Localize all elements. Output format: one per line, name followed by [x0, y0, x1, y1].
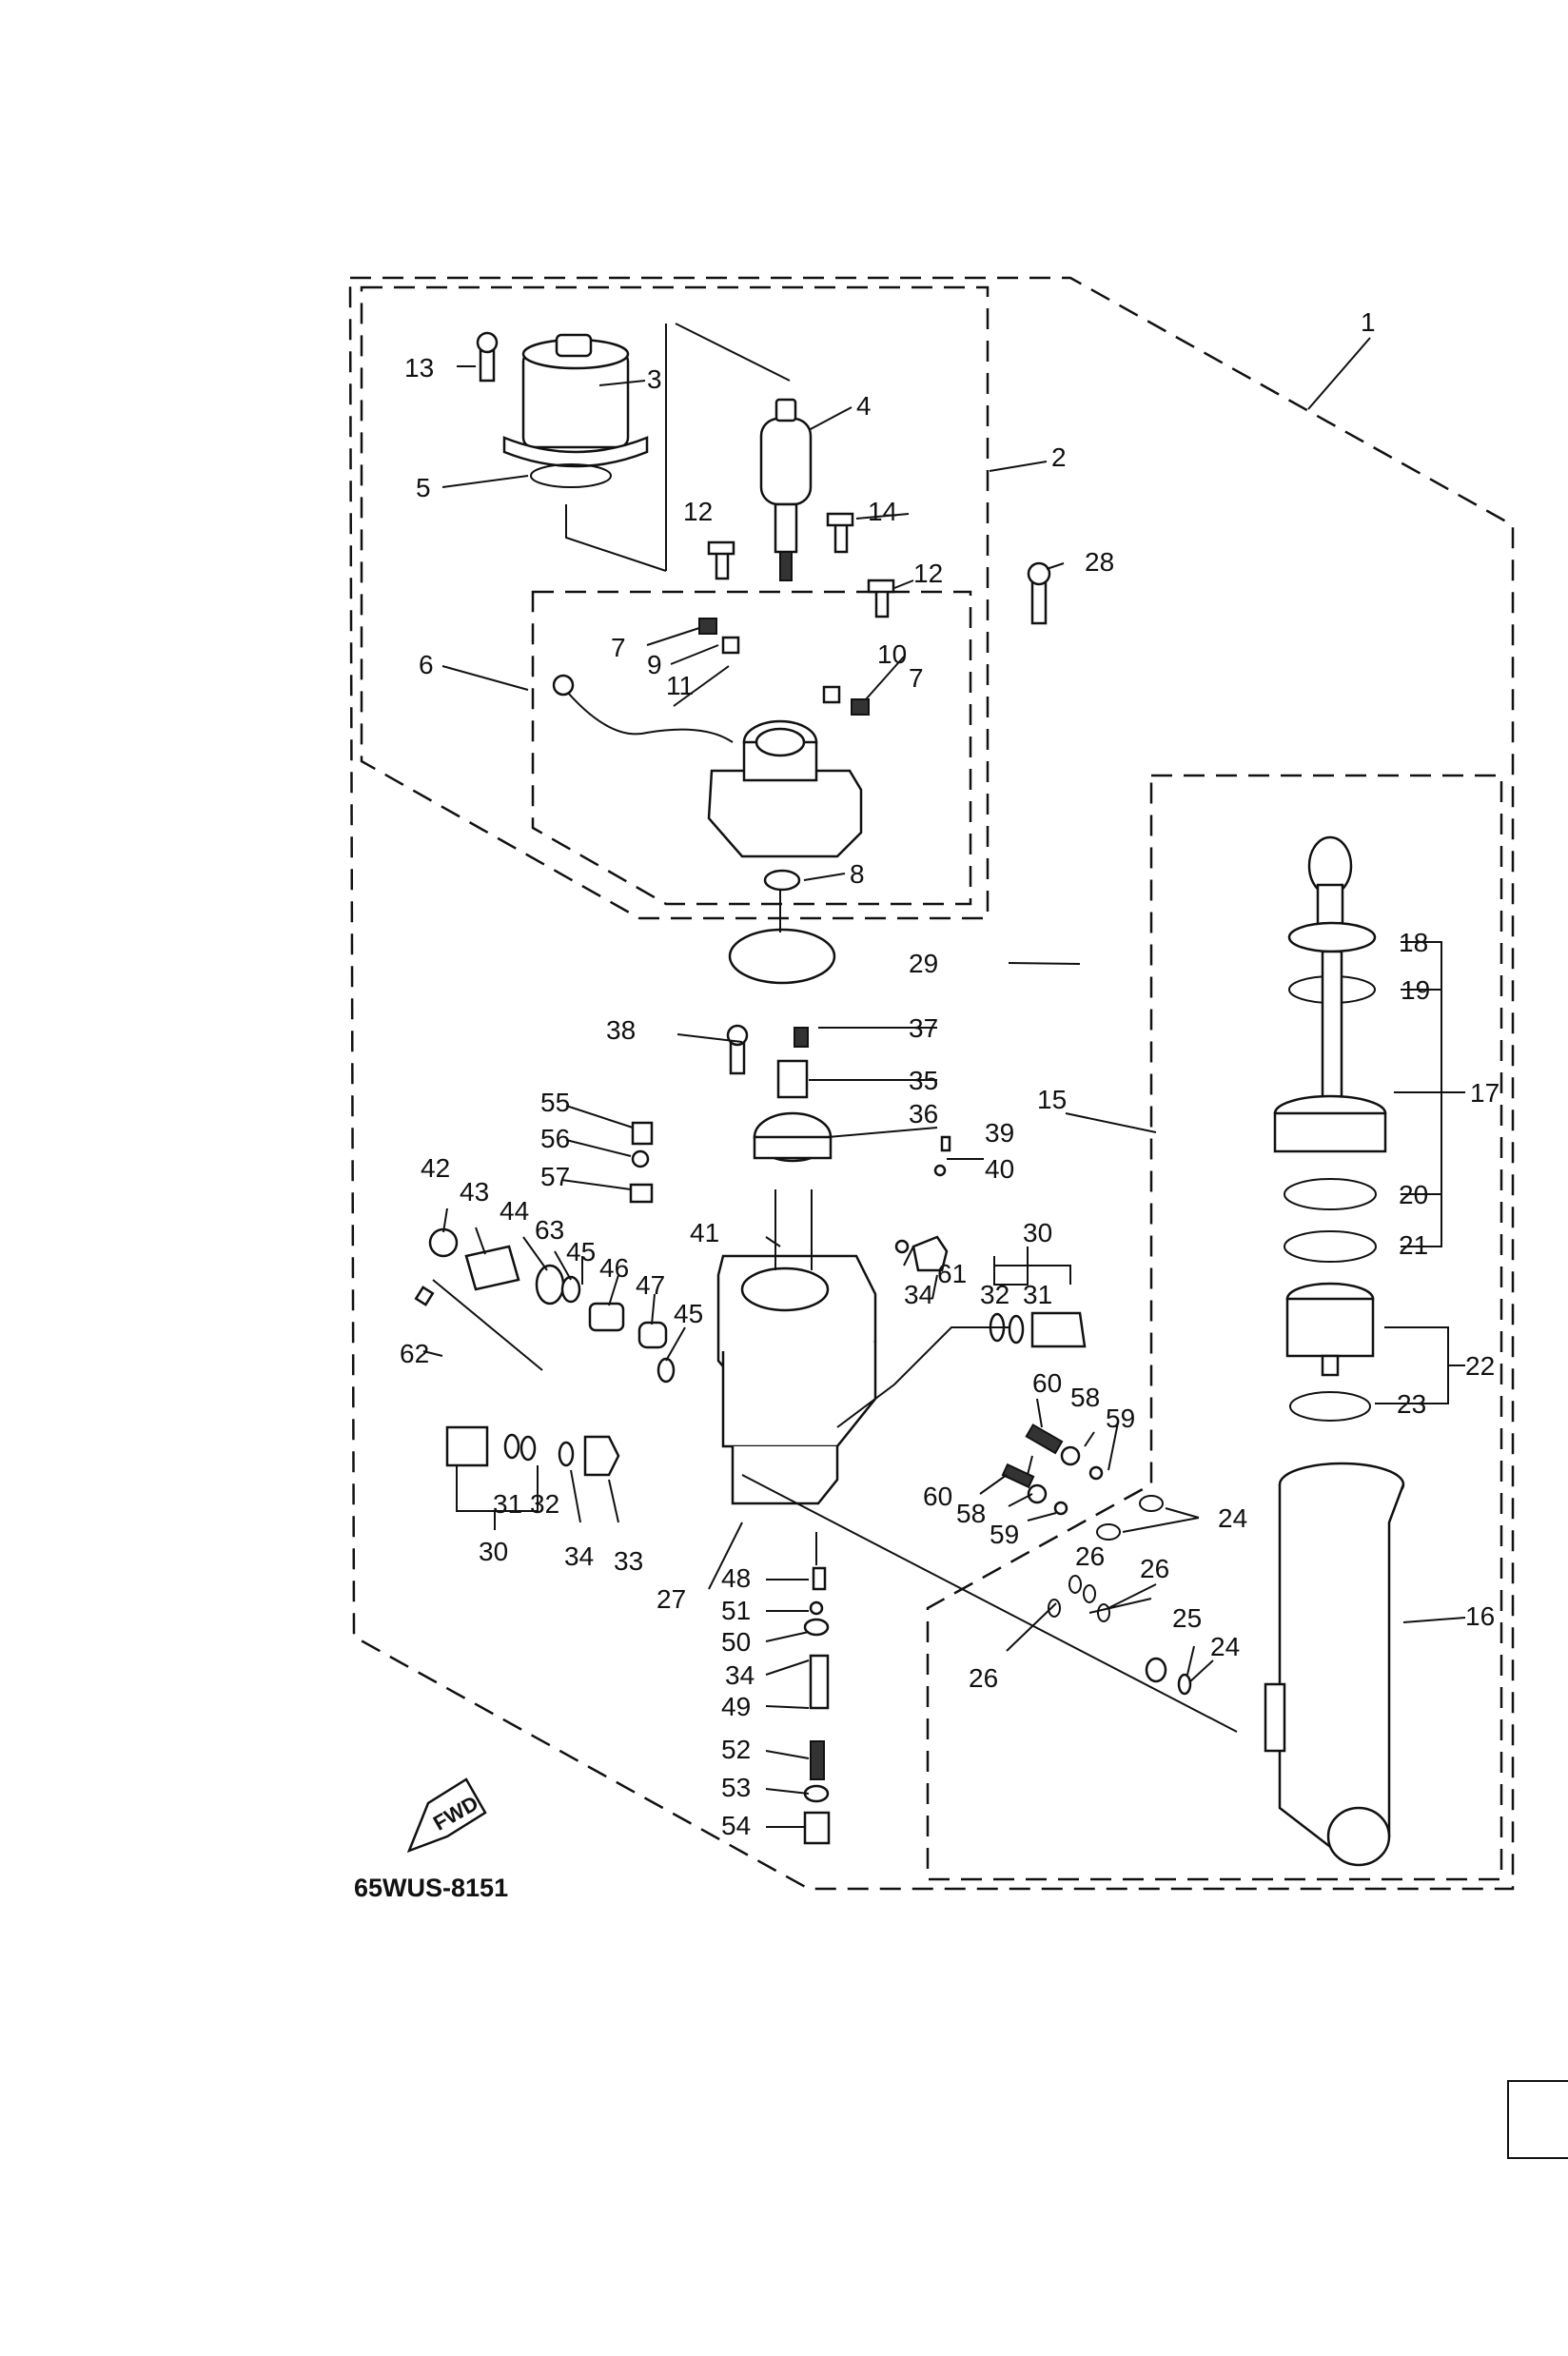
left-parts	[414, 1227, 676, 1477]
fwd-arrow: FWD	[406, 1777, 487, 1854]
label-30a: 30	[1023, 1218, 1052, 1247]
label-54: 54	[721, 1811, 751, 1840]
assembly-boundary-1	[348, 276, 1515, 1891]
label-58b: 58	[956, 1499, 986, 1528]
pump-base	[552, 618, 870, 985]
bottom-parts	[741, 1423, 1238, 1845]
label-34b: 34	[564, 1541, 594, 1571]
label-25: 25	[1172, 1603, 1202, 1633]
label-47: 47	[636, 1270, 665, 1300]
label-37: 37	[909, 1013, 938, 1043]
label-21: 21	[1399, 1230, 1428, 1260]
label-20: 20	[1399, 1180, 1428, 1209]
motor-assembly	[476, 323, 1051, 625]
cylinder-assembly	[1264, 835, 1405, 1867]
label-19: 19	[1401, 975, 1430, 1005]
label-23: 23	[1397, 1389, 1426, 1419]
right-upper-parts	[836, 1235, 1087, 1428]
label-22: 22	[1465, 1351, 1495, 1381]
label-32a: 32	[980, 1280, 1009, 1309]
label-18: 18	[1399, 928, 1428, 957]
label-24b: 24	[1210, 1632, 1240, 1661]
label-48: 48	[721, 1563, 751, 1593]
label-12b: 12	[913, 559, 943, 588]
label-16: 16	[1465, 1601, 1495, 1631]
label-49: 49	[721, 1692, 751, 1721]
label-38: 38	[606, 1015, 636, 1045]
label-34a: 34	[904, 1280, 933, 1309]
label-57: 57	[540, 1162, 570, 1191]
label-56: 56	[540, 1124, 570, 1153]
label-41: 41	[690, 1218, 719, 1247]
label-39: 39	[985, 1118, 1014, 1148]
label-31b: 31	[493, 1489, 522, 1519]
label-55: 55	[540, 1088, 570, 1117]
label-28: 28	[1085, 547, 1114, 577]
label-45a: 45	[566, 1237, 596, 1266]
label-27: 27	[657, 1584, 686, 1614]
label-8: 8	[850, 859, 865, 889]
label-35: 35	[909, 1066, 938, 1095]
label-51: 51	[721, 1596, 751, 1625]
label-7a: 7	[611, 633, 626, 662]
label-12a: 12	[683, 497, 713, 526]
label-5: 5	[416, 473, 431, 502]
label-61: 61	[937, 1259, 967, 1288]
label-58a: 58	[1070, 1383, 1100, 1412]
label-46: 46	[599, 1253, 629, 1283]
label-7b: 7	[909, 663, 924, 693]
label-40: 40	[985, 1154, 1014, 1184]
label-43: 43	[460, 1177, 489, 1207]
label-29: 29	[909, 949, 938, 978]
part-labels: 1 2 3 4 5 6 7 7 8 9 10 11 12 12 13 14 15…	[400, 307, 1499, 1840]
diagram-code: 65WUS-8151	[354, 1874, 508, 1902]
leader-lines	[422, 337, 1466, 1828]
right-edge-box	[1507, 2080, 1568, 2159]
label-13: 13	[404, 353, 434, 383]
label-11: 11	[666, 671, 694, 700]
label-4: 4	[856, 391, 872, 421]
label-60a: 60	[1032, 1368, 1062, 1398]
label-2: 2	[1051, 442, 1067, 472]
label-14: 14	[868, 497, 897, 526]
label-26c: 26	[969, 1663, 998, 1693]
label-26b: 26	[1140, 1554, 1169, 1583]
label-33: 33	[614, 1546, 643, 1576]
label-60b: 60	[923, 1482, 952, 1511]
label-50: 50	[721, 1627, 751, 1657]
label-9: 9	[647, 650, 662, 679]
label-6: 6	[419, 650, 434, 679]
label-44: 44	[500, 1196, 529, 1226]
label-17: 17	[1470, 1078, 1499, 1108]
label-63: 63	[535, 1215, 564, 1245]
label-59b: 59	[990, 1520, 1019, 1549]
label-10: 10	[877, 639, 907, 669]
label-45b: 45	[674, 1299, 703, 1328]
label-1: 1	[1361, 307, 1376, 337]
label-24a: 24	[1218, 1503, 1247, 1533]
label-31a: 31	[1023, 1280, 1052, 1309]
label-53: 53	[721, 1773, 751, 1802]
valve-body	[629, 1024, 951, 1505]
label-52: 52	[721, 1735, 751, 1764]
label-36: 36	[909, 1099, 938, 1129]
label-59a: 59	[1106, 1404, 1135, 1433]
label-34c: 34	[725, 1660, 755, 1690]
label-26a: 26	[1075, 1541, 1105, 1571]
label-30b: 30	[479, 1537, 508, 1566]
label-3: 3	[647, 364, 662, 394]
label-15: 15	[1037, 1085, 1067, 1114]
label-62: 62	[400, 1339, 429, 1368]
label-42: 42	[421, 1153, 450, 1183]
label-32b: 32	[530, 1489, 559, 1519]
